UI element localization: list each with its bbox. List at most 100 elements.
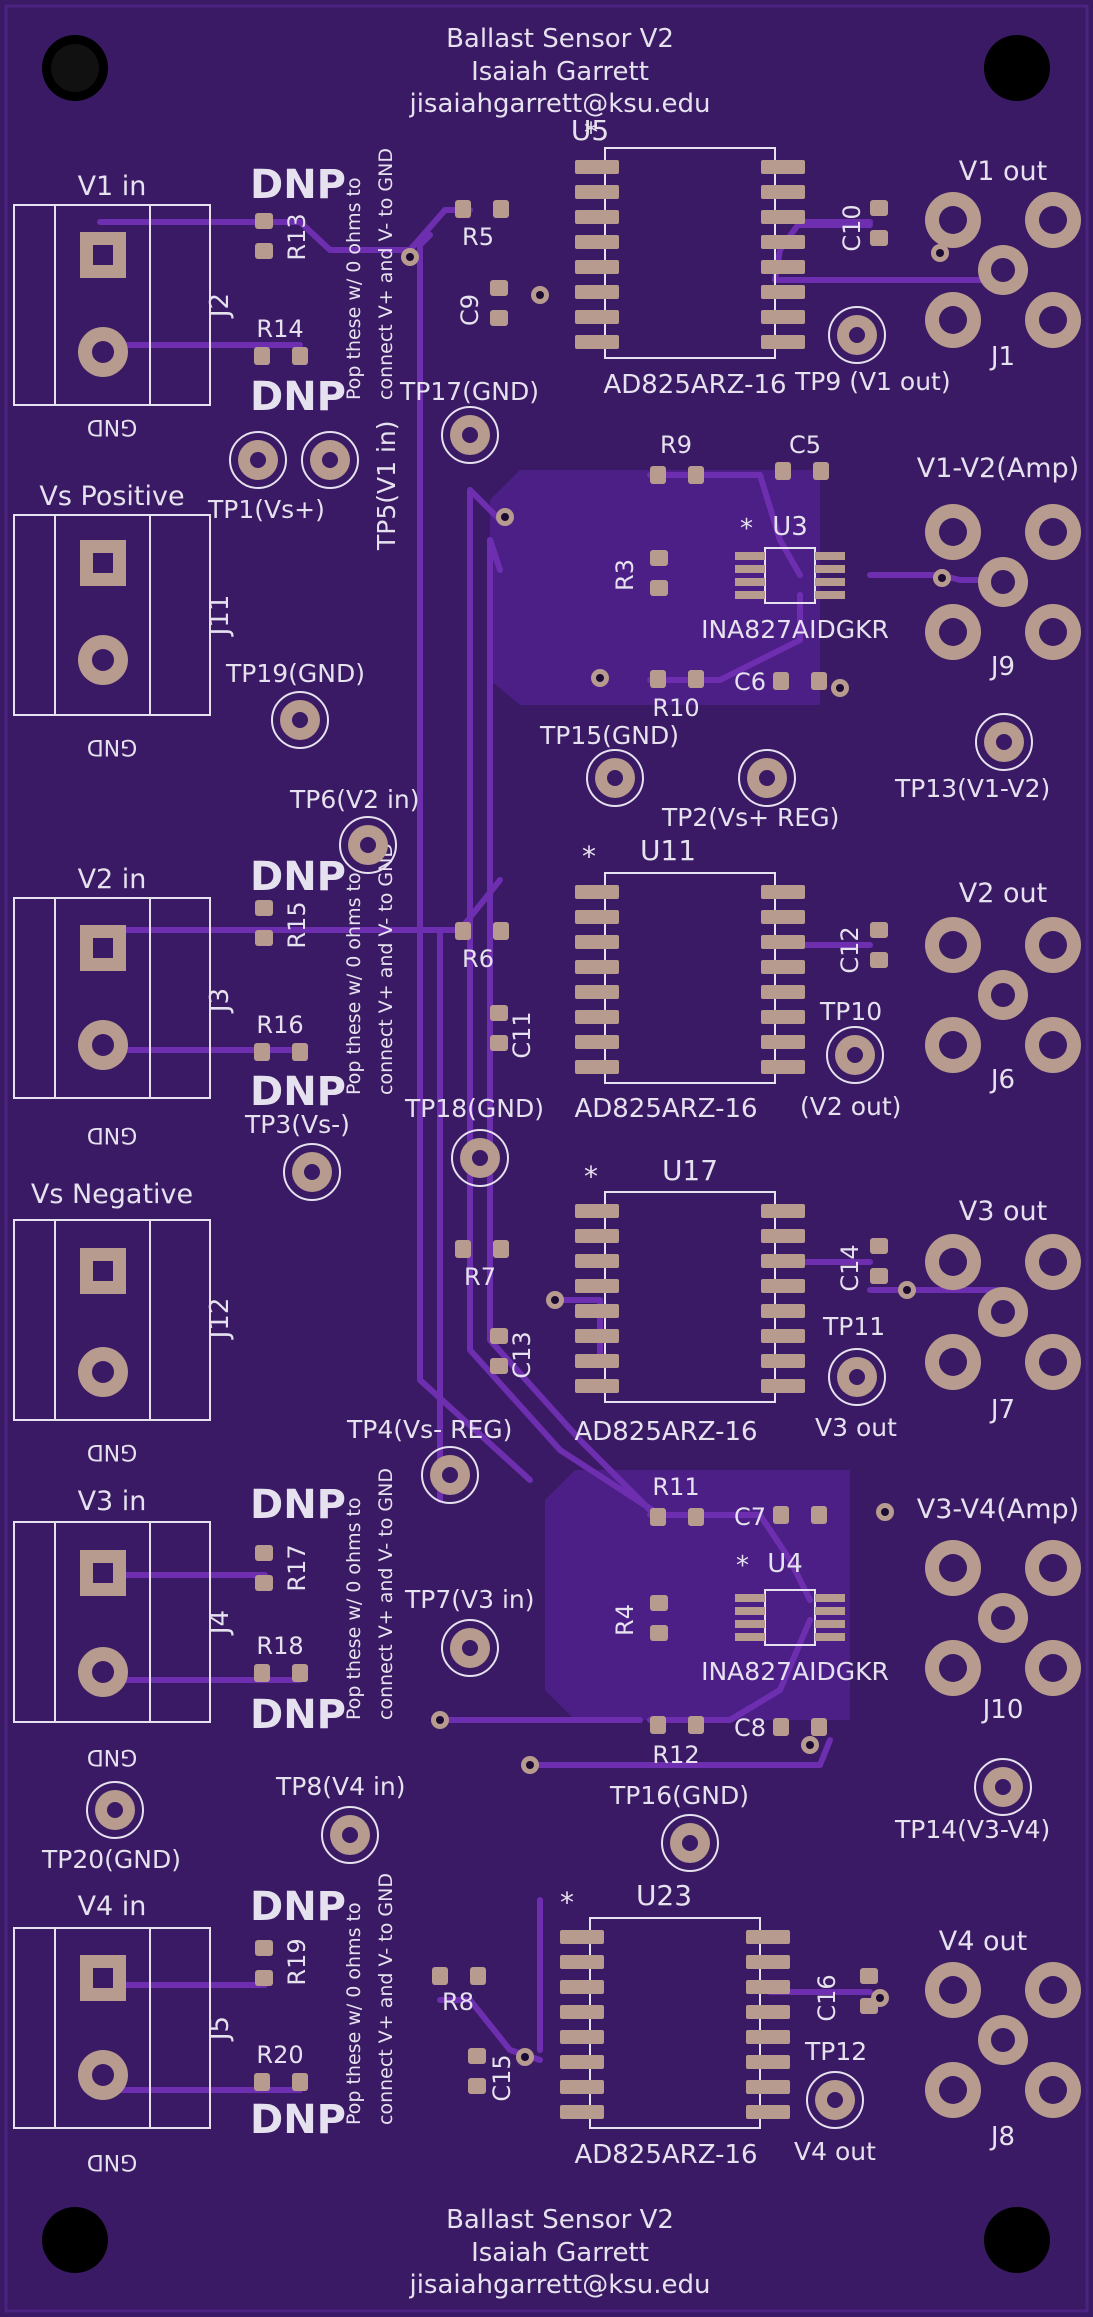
resistor-r11: R11 bbox=[650, 1473, 704, 1526]
chip-ref: U23 bbox=[636, 1879, 692, 1912]
test-point-ring bbox=[661, 1814, 719, 1872]
test-point-ring bbox=[586, 749, 644, 807]
capacitor-c11: C11 bbox=[490, 1005, 536, 1059]
ic-pin bbox=[746, 1980, 790, 1994]
ic-pin bbox=[761, 1229, 805, 1243]
connector-hole bbox=[939, 518, 967, 546]
resistor-r9: R9 bbox=[650, 431, 704, 484]
capacitor-c13: C13 bbox=[490, 1328, 536, 1379]
mounting-hole bbox=[42, 2207, 108, 2273]
chip-part: INA827AIDGKR bbox=[701, 615, 889, 644]
ina-chips: U3 * INA827AIDGKR U4 * INA827AIDGKR bbox=[701, 512, 889, 1686]
connector-hole bbox=[939, 306, 967, 334]
ic-pin bbox=[575, 1010, 619, 1024]
connector-j7: V3 out J7 bbox=[959, 1196, 1047, 1425]
connector-hole bbox=[1039, 1654, 1067, 1682]
connector-j8: V4 out J8 bbox=[939, 1926, 1027, 2152]
ic-pin bbox=[815, 1620, 845, 1628]
via-hole bbox=[881, 1508, 889, 1516]
test-point-ring bbox=[301, 431, 359, 489]
tp-label: TP18(GND) bbox=[404, 1094, 544, 1123]
resistor-r14: R14 bbox=[254, 315, 308, 365]
chip-part: AD825ARZ-16 bbox=[574, 1094, 757, 1124]
ic-pin bbox=[815, 591, 845, 599]
svg-text:R9: R9 bbox=[660, 431, 692, 459]
resistor-r19: R19 bbox=[255, 1938, 311, 1986]
connector-hole bbox=[991, 570, 1015, 594]
pin1-marker: * bbox=[560, 1886, 574, 1919]
svg-text:C5: C5 bbox=[789, 431, 821, 459]
chip-part: AD825ARZ-16 bbox=[574, 1417, 757, 1447]
via-hole bbox=[436, 1716, 444, 1724]
resistor-r18: R18 bbox=[254, 1632, 308, 1682]
terminal-ref: J12 bbox=[205, 1298, 235, 1341]
test-point-ring bbox=[339, 816, 397, 874]
connector-hole bbox=[1039, 1348, 1067, 1376]
resistor-r7: R7 bbox=[455, 1240, 509, 1291]
connector-hole bbox=[939, 1248, 967, 1276]
pin1-marker: * bbox=[740, 514, 753, 544]
gnd-label: GND bbox=[87, 414, 137, 439]
ic-pin bbox=[761, 1035, 805, 1049]
ic-pin bbox=[575, 185, 619, 199]
chip-u5: U5 AD825ARZ-16 bbox=[571, 114, 787, 400]
svg-text:C16: C16 bbox=[813, 1974, 841, 2021]
ic-pin bbox=[761, 960, 805, 974]
test-point-ring bbox=[421, 1446, 479, 1504]
terminal-j3: V2 in GND J3 bbox=[13, 864, 235, 1147]
terminal-ref: J2 bbox=[205, 293, 235, 319]
ic-pin bbox=[575, 1204, 619, 1218]
header-title: Ballast Sensor V2 bbox=[446, 24, 674, 54]
ic-pin bbox=[560, 1930, 604, 1944]
connector-hole bbox=[991, 2028, 1015, 2052]
pop-note: connect V+ and V- to GND bbox=[375, 148, 397, 400]
ic-pin bbox=[761, 1060, 805, 1074]
pop-note: Pop these w/ 0 ohms to bbox=[343, 1497, 365, 1720]
connector-hole bbox=[939, 1976, 967, 2004]
ic-pin bbox=[575, 910, 619, 924]
capacitor-c12: C12 bbox=[836, 922, 888, 974]
test-point-ring bbox=[441, 406, 499, 464]
svg-text:R7: R7 bbox=[464, 1263, 496, 1291]
ic-pin bbox=[735, 1633, 765, 1641]
footer-author: Isaiah Garrett bbox=[471, 2238, 649, 2268]
ic-pin bbox=[761, 1254, 805, 1268]
ic-pin bbox=[575, 210, 619, 224]
ic-pin bbox=[575, 1060, 619, 1074]
ic-pin bbox=[746, 2080, 790, 2094]
ic-pin bbox=[575, 235, 619, 249]
via-hole bbox=[876, 1994, 884, 2002]
connector-hole bbox=[991, 1300, 1015, 1324]
ic-pin bbox=[575, 160, 619, 174]
dnp-label: DNP bbox=[250, 1069, 346, 1115]
header-email: jisaiahgarrett@ksu.edu bbox=[408, 89, 710, 119]
svg-text:R12: R12 bbox=[652, 1741, 699, 1769]
terminal-j5: V4 in GND J5 bbox=[13, 1891, 235, 2174]
connector-ref: J7 bbox=[989, 1395, 1015, 1425]
dnp-label: DNP bbox=[250, 854, 346, 900]
ic-pin bbox=[815, 1594, 845, 1602]
ic-pin bbox=[575, 260, 619, 274]
test-point-hole bbox=[462, 1640, 478, 1656]
mounting-hole bbox=[984, 35, 1050, 101]
ic-pin bbox=[735, 1620, 765, 1628]
pin1-marker: * bbox=[736, 1551, 749, 1581]
svg-text:R3: R3 bbox=[611, 559, 639, 591]
ic-pin bbox=[735, 578, 765, 586]
test-point-hole bbox=[322, 452, 338, 468]
test-point-ring bbox=[828, 1348, 886, 1406]
ic-pin bbox=[575, 935, 619, 949]
dnp-label: DNP bbox=[250, 1884, 346, 1930]
footer-email: jisaiahgarrett@ksu.edu bbox=[408, 2270, 710, 2300]
connector-hole bbox=[1039, 931, 1067, 959]
resistor-r12: R12 bbox=[650, 1716, 704, 1769]
ic-pin bbox=[575, 1035, 619, 1049]
ic-pin bbox=[735, 1594, 765, 1602]
connector-hole bbox=[1039, 1976, 1067, 2004]
test-point-hole bbox=[462, 427, 478, 443]
chip-ref: U11 bbox=[640, 834, 696, 867]
test-point-ring bbox=[738, 749, 796, 807]
tp-label: TP20(GND) bbox=[41, 1845, 181, 1874]
tp-label: TP5(V1 in) bbox=[372, 420, 401, 551]
test-point-hole bbox=[827, 2092, 843, 2108]
